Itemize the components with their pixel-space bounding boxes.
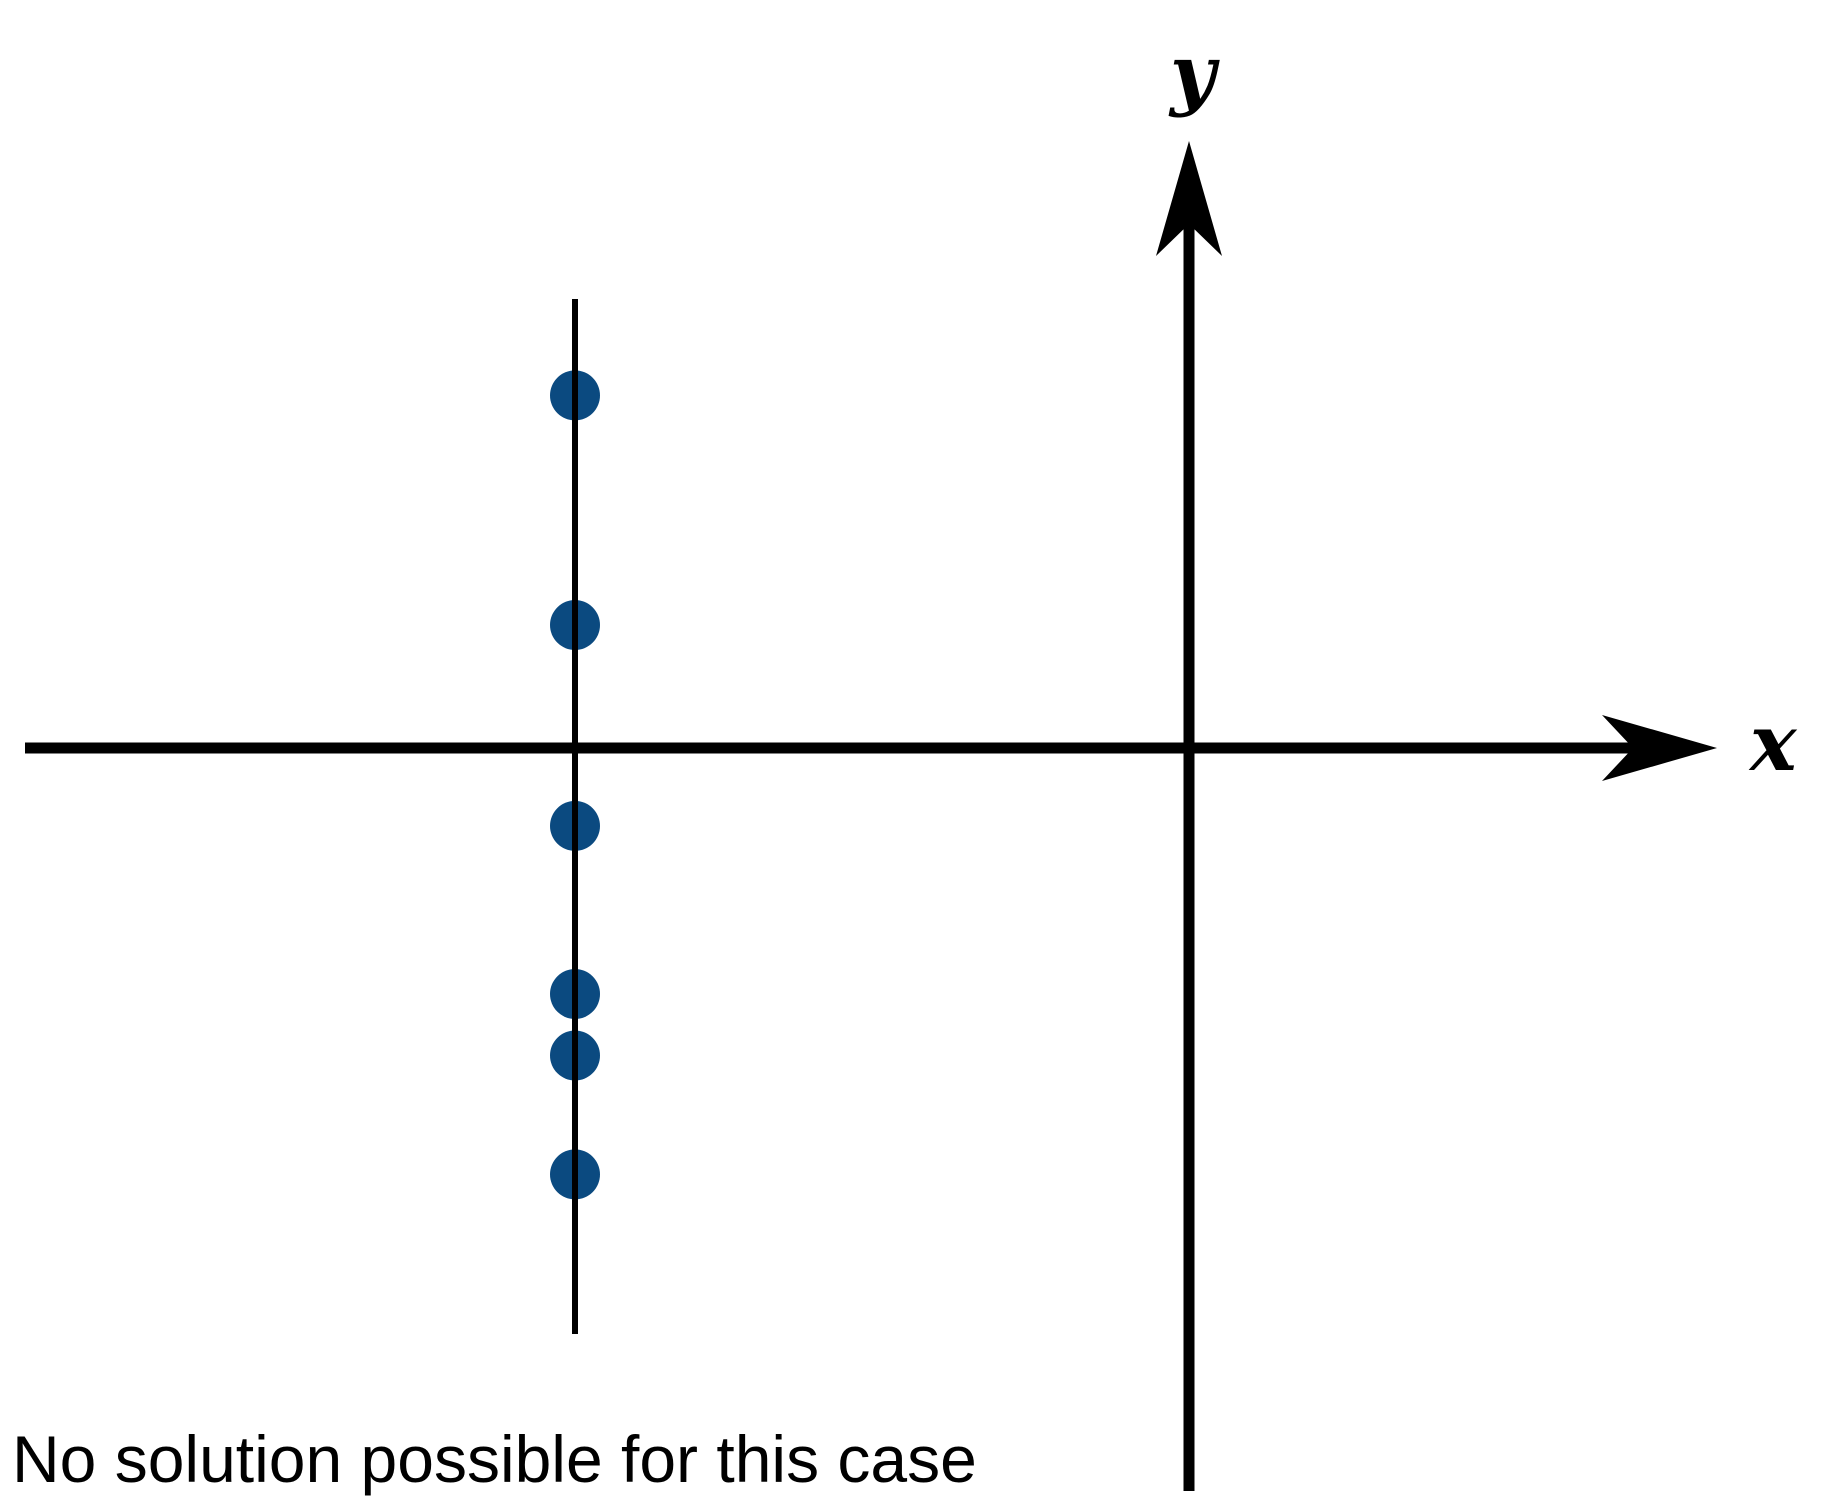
x-axis-label: x xyxy=(1748,698,1798,789)
y-axis-arrowhead xyxy=(1156,141,1222,256)
x-axis-arrowhead xyxy=(1602,715,1717,781)
y-axis-label: y xyxy=(1168,28,1220,119)
caption: No solution possible for this case xyxy=(12,1422,977,1496)
